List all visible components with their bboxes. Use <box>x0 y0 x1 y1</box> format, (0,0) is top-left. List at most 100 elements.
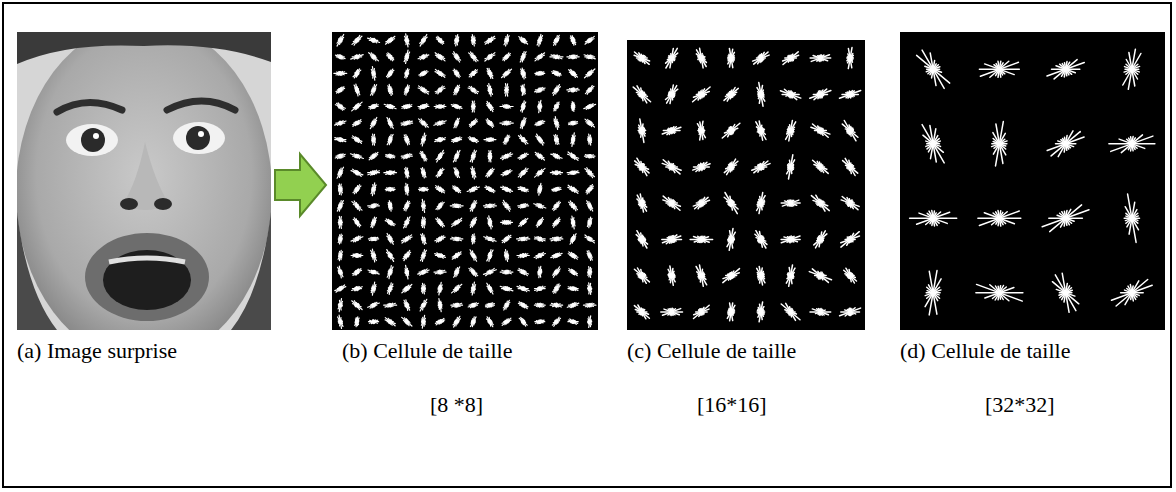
hog-glyph <box>452 284 462 293</box>
hog-glyph <box>422 199 426 212</box>
hog-glyph <box>435 86 445 94</box>
caption-text: (c) Cellule de taille <box>627 338 796 364</box>
hog-glyph <box>352 269 361 276</box>
hog-glyph <box>337 201 343 212</box>
hog-glyph <box>451 104 462 109</box>
hog-glyph <box>505 250 509 262</box>
hog-glyph <box>535 320 545 324</box>
hog-glyph <box>337 35 344 47</box>
hog-glyph <box>451 237 463 241</box>
hog-glyph <box>352 301 362 310</box>
hog-glyph <box>535 87 546 92</box>
hog-glyph <box>503 53 511 61</box>
hog-glyph <box>353 185 361 194</box>
hog-glyph <box>840 91 861 99</box>
hog-glyph <box>388 84 393 95</box>
hog-glyph <box>486 168 494 177</box>
hog-glyph <box>554 117 559 130</box>
hog-glyph <box>537 34 542 46</box>
hog-glyph <box>387 283 393 294</box>
hog-glyph <box>520 118 526 129</box>
hog-glyph <box>781 236 800 243</box>
hog-glyph <box>418 269 430 275</box>
hog-glyph <box>369 53 379 61</box>
hog-glyph <box>568 185 579 193</box>
hog-glyph <box>1109 135 1155 153</box>
hog-glyph <box>387 135 393 145</box>
hog-glyph <box>519 37 528 44</box>
hog-glyph <box>756 121 766 140</box>
hog-glyph <box>387 234 394 245</box>
caption-text: [32*32] <box>985 392 1055 418</box>
hog-glyph <box>436 150 444 162</box>
hog-glyph <box>535 237 546 242</box>
hog-glyph <box>810 309 831 316</box>
hog-glyph <box>401 154 412 159</box>
hog-glyph <box>419 119 429 127</box>
hog-glyph <box>486 119 494 128</box>
hog-glyph <box>753 52 770 64</box>
hog-glyph <box>517 286 529 292</box>
hog-glyph <box>554 102 560 111</box>
hog-glyph <box>418 104 429 110</box>
hog-glyph <box>471 167 476 179</box>
hog-glyph <box>843 158 858 175</box>
hog-glyph <box>786 265 795 286</box>
hog-glyph <box>1124 194 1139 242</box>
hog-glyph <box>467 187 479 193</box>
hog-glyph <box>662 127 681 135</box>
hog-glyph <box>536 134 544 145</box>
hog-glyph <box>468 86 478 93</box>
hog-glyph <box>534 303 545 307</box>
hog-glyph <box>585 119 594 127</box>
hog-glyph <box>435 319 444 325</box>
hog-glyph <box>535 72 545 76</box>
hog-glyph <box>787 155 795 179</box>
hog-glyph <box>502 235 511 242</box>
hog-glyph <box>585 86 594 95</box>
hog-glyph <box>487 216 492 229</box>
hog-glyph <box>487 101 494 111</box>
hog-glyph <box>470 201 477 212</box>
hog-glyph <box>553 267 561 278</box>
hog-glyph <box>538 183 542 195</box>
hog-glyph <box>535 120 545 125</box>
hog-glyph <box>452 137 462 142</box>
hog-glyph <box>668 266 675 285</box>
hog-glyph <box>1123 49 1141 89</box>
hog-glyph <box>370 118 377 129</box>
hog-glyph <box>484 204 497 208</box>
hog-glyph <box>814 231 827 248</box>
hog-glyph <box>353 120 362 127</box>
hog-glyph <box>690 236 713 242</box>
hog-glyph <box>436 202 444 210</box>
hog-glyph <box>519 317 527 326</box>
hog-glyph <box>724 88 738 102</box>
hog-glyph <box>810 89 831 100</box>
hog-glyph <box>780 89 800 99</box>
hog-glyph <box>435 53 445 61</box>
hog-glyph <box>404 217 410 228</box>
hog-glyph <box>552 187 561 191</box>
hog-glyph <box>454 85 460 95</box>
hog-glyph <box>666 85 678 104</box>
hog-glyph <box>538 100 542 112</box>
hog-glyph <box>488 151 492 162</box>
hog-glyph <box>354 84 360 96</box>
hog-glyph <box>402 317 412 326</box>
hog-glyph <box>518 168 528 177</box>
hog-glyph <box>517 237 530 241</box>
hog-glyph <box>588 134 592 145</box>
hog-glyph <box>992 122 1008 166</box>
hog-glyph <box>727 229 735 251</box>
hog-glyph <box>570 234 576 245</box>
hog-glyph <box>841 197 859 210</box>
hog-glyph <box>553 85 561 96</box>
hog-glyph <box>485 53 495 61</box>
hog-glyph <box>451 303 463 307</box>
hog-glyph <box>584 55 595 59</box>
hog-glyph <box>518 153 528 159</box>
hog-glyph <box>842 121 858 141</box>
hog-glyph <box>335 138 346 142</box>
hog-glyph <box>781 303 800 320</box>
